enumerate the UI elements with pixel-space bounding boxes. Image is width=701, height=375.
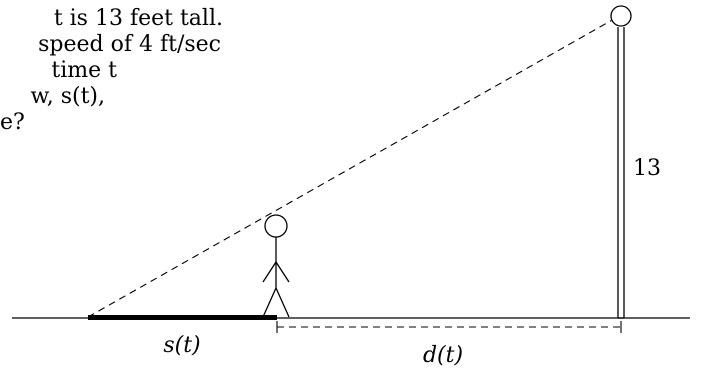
person-figure	[262, 214, 290, 318]
lamp-head	[610, 5, 632, 27]
person-right-arm	[275, 261, 290, 283]
problem-line-3: time t	[51, 58, 117, 83]
shadow-label: s(t)	[163, 333, 200, 358]
pole-height-label: 13	[633, 156, 661, 181]
problem-line-1: t is 13 feet tall.	[53, 6, 223, 31]
problem-line-2: speed of 4 ft/sec	[38, 32, 221, 57]
person-head	[264, 214, 288, 238]
lamp-post	[617, 27, 625, 319]
distance-label: d(t)	[423, 343, 463, 368]
person-left-arm	[262, 261, 277, 283]
distance-dimension	[276, 321, 622, 333]
problem-line-5: e?	[0, 110, 25, 135]
problem-line-4: w, s(t),	[30, 84, 106, 109]
person-left-leg	[262, 287, 277, 318]
person-right-leg	[275, 287, 290, 318]
problem-statement: t is 13 feet tall. speed of 4 ft/sec tim…	[0, 6, 235, 136]
light-ray	[87, 18, 615, 318]
